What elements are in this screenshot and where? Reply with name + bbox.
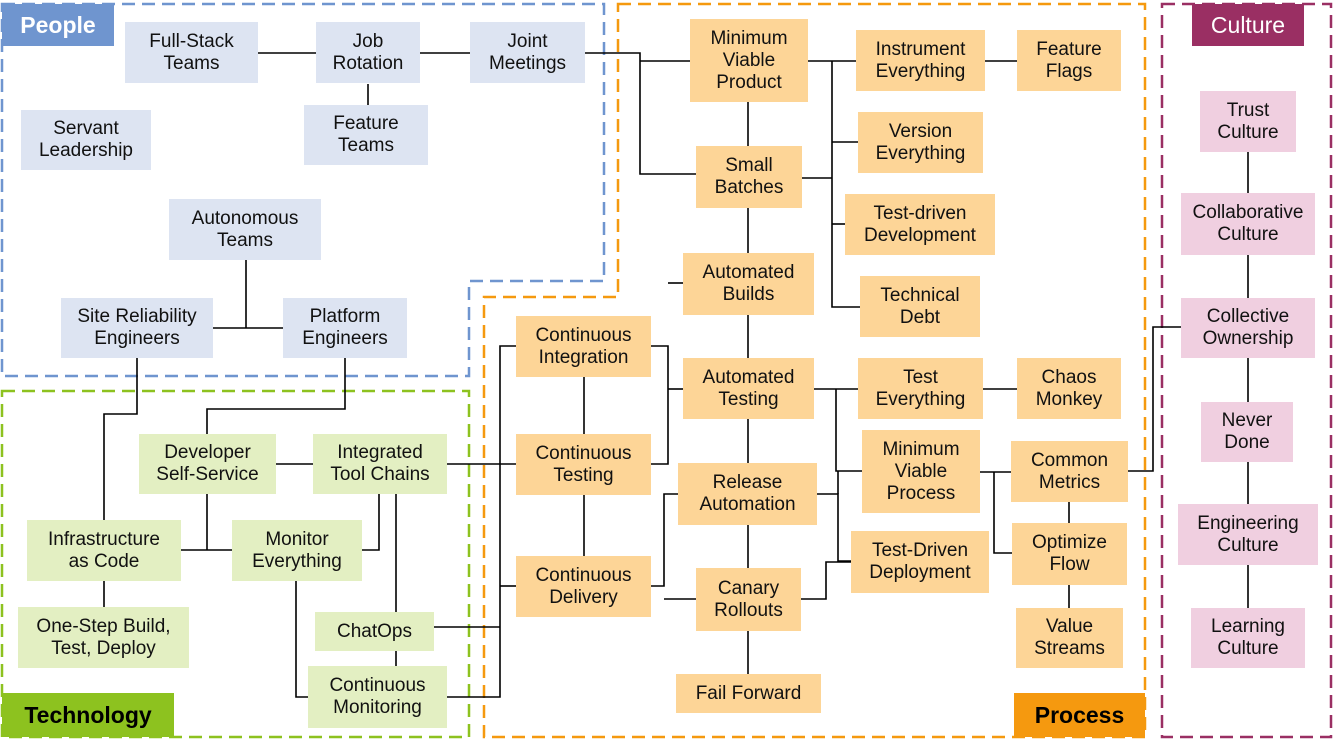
- connector: [835, 389, 862, 472]
- node-job-rotation: Job Rotation: [316, 22, 420, 83]
- node-infrastructure-as-code: Infrastructure as Code: [27, 520, 181, 581]
- node-monitor-everything: Monitor Everything: [232, 520, 362, 581]
- node-collaborative-culture: Collaborative Culture: [1181, 193, 1315, 255]
- node-trust-culture: Trust Culture: [1200, 91, 1296, 152]
- node-continuous-monitoring: Continuous Monitoring: [308, 666, 447, 728]
- technology-region-label: Technology: [2, 693, 174, 737]
- node-feature-teams: Feature Teams: [304, 105, 428, 165]
- node-platform-engineers: Platform Engineers: [283, 298, 407, 358]
- node-technical-debt: Technical Debt: [860, 276, 980, 337]
- node-continuous-delivery: Continuous Delivery: [516, 556, 651, 617]
- node-engineering-culture: Engineering Culture: [1178, 504, 1318, 565]
- connector: [1128, 326, 1181, 472]
- connector: [651, 345, 669, 465]
- node-value-streams: Value Streams: [1016, 608, 1123, 668]
- connector: [651, 493, 678, 587]
- node-test-driven-deployment: Test-Driven Deployment: [851, 531, 989, 593]
- node-site-reliability-engineers: Site Reliability Engineers: [61, 298, 213, 358]
- connector: [295, 581, 308, 698]
- connector: [831, 61, 860, 308]
- node-servant-leadership: Servant Leadership: [21, 110, 151, 170]
- node-learning-culture: Learning Culture: [1191, 608, 1305, 668]
- process-region-border: [482, 2, 1147, 739]
- connector: [362, 494, 380, 551]
- node-minimum-viable-product: Minimum Viable Product: [690, 19, 808, 102]
- node-developer-self-service: Developer Self-Service: [139, 434, 276, 494]
- node-autonomous-teams: Autonomous Teams: [169, 199, 321, 260]
- connectors: [103, 52, 1249, 698]
- technology-region-border: [0, 389, 471, 739]
- people-region-border: [0, 2, 606, 378]
- connector: [447, 345, 516, 698]
- node-continuous-integration: Continuous Integration: [516, 316, 651, 377]
- node-chatops: ChatOps: [315, 612, 434, 651]
- process-region-label: Process: [1014, 693, 1145, 737]
- connector: [993, 472, 1012, 554]
- node-continuous-testing: Continuous Testing: [516, 434, 651, 495]
- node-never-done: Never Done: [1201, 402, 1293, 462]
- node-fail-forward: Fail Forward: [676, 674, 821, 713]
- connector: [103, 358, 138, 520]
- connector: [817, 493, 851, 562]
- connector: [585, 52, 696, 175]
- node-common-metrics: Common Metrics: [1011, 441, 1128, 502]
- node-automated-builds: Automated Builds: [683, 253, 814, 315]
- node-minimum-viable-process: Minimum Viable Process: [862, 430, 980, 513]
- node-small-batches: Small Batches: [696, 146, 802, 208]
- connector: [206, 358, 346, 434]
- node-instrument-everything: Instrument Everything: [856, 30, 985, 91]
- node-one-step-build: One-Step Build, Test, Deploy: [18, 607, 189, 668]
- node-optimize-flow: Optimize Flow: [1012, 523, 1127, 585]
- node-feature-flags: Feature Flags: [1017, 30, 1121, 91]
- node-version-everything: Version Everything: [858, 112, 983, 173]
- node-collective-ownership: Collective Ownership: [1181, 298, 1315, 358]
- node-full-stack-teams: Full-Stack Teams: [125, 22, 258, 83]
- node-integrated-tool-chains: Integrated Tool Chains: [313, 434, 447, 494]
- people-region-label: People: [2, 4, 114, 46]
- node-release-automation: Release Automation: [678, 463, 817, 525]
- connector: [801, 561, 851, 600]
- node-chaos-monkey: Chaos Monkey: [1017, 358, 1121, 419]
- node-automated-testing: Automated Testing: [683, 358, 814, 419]
- node-joint-meetings: Joint Meetings: [470, 22, 585, 83]
- node-test-everything: Test Everything: [858, 358, 983, 419]
- node-test-driven-development: Test-driven Development: [845, 194, 995, 255]
- culture-region-label: Culture: [1192, 4, 1304, 46]
- node-canary-rollouts: Canary Rollouts: [696, 568, 801, 631]
